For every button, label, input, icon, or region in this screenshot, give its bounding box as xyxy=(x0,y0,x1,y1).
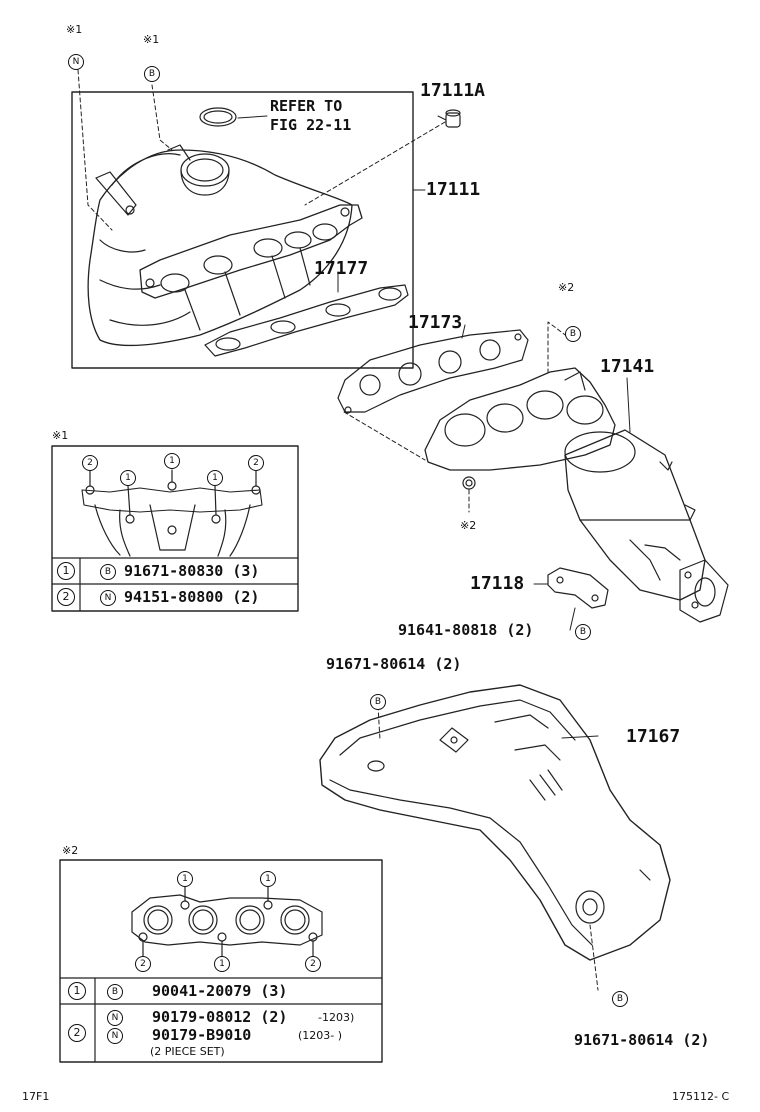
detail2-drawing xyxy=(131,885,323,957)
detail1-title: ※1 xyxy=(52,429,69,442)
detail2-row2-index: 2 xyxy=(68,1024,86,1042)
detail1-callout-2b: 2 xyxy=(248,455,264,471)
part-17118-label: 17118 xyxy=(470,573,525,594)
detail2-row2-range1: -1203) xyxy=(318,1011,355,1024)
part-17173-label: 17173 xyxy=(408,312,463,333)
intake-manifold-box xyxy=(71,91,414,369)
bolt-symbol-icon: B xyxy=(370,694,386,710)
heat-insulator-drawing xyxy=(319,684,671,961)
detail2-callout-1b: 1 xyxy=(260,871,276,887)
footer-left-code: 17F1 xyxy=(22,1090,50,1103)
bolt-91671-bottom-label: 91671-80614 (2) xyxy=(574,1031,710,1049)
detail1-callout-1b: 1 xyxy=(164,453,180,469)
detail2-title: ※2 xyxy=(62,844,79,857)
detail2-box xyxy=(59,859,383,1063)
detail2-row1-part: 90041-20079 (3) xyxy=(152,982,288,1000)
intake-manifold-drawing xyxy=(87,107,363,347)
stud-drawing xyxy=(445,109,461,128)
bracket-drawing xyxy=(547,567,609,609)
detail1-row1-part: 91671-80830 (3) xyxy=(124,562,260,580)
bolt-91641-label: 91641-80818 (2) xyxy=(398,621,534,639)
detail1-callout-2a: 2 xyxy=(82,455,98,471)
nut-symbol-icon: N xyxy=(107,1010,123,1026)
note1-marker-b: ※1 xyxy=(143,33,160,46)
detail1-row2-index: 2 xyxy=(57,588,75,606)
detail2-callout-2a: 2 xyxy=(135,956,151,972)
detail2-row2-range2: (1203- ) xyxy=(298,1029,343,1042)
part-17167-label: 17167 xyxy=(626,726,681,747)
note1-marker-a: ※1 xyxy=(66,23,83,36)
leader-lines xyxy=(77,69,631,991)
refer-line2: FIG 22-11 xyxy=(270,116,352,134)
part-17111-label: 17111 xyxy=(426,179,481,200)
intake-gasket-drawing xyxy=(204,284,409,357)
detail1-callout-1a: 1 xyxy=(120,470,136,486)
detail2-row2-part1: 90179-08012 (2) xyxy=(152,1008,288,1026)
detail1-row2-part: 94151-80800 (2) xyxy=(124,588,260,606)
bolt-91671-top-label: 91671-80614 (2) xyxy=(326,655,462,673)
detail1-drawing xyxy=(81,469,263,557)
detail2-callout-1c: 1 xyxy=(214,956,230,972)
footer-right-code: 175112- C xyxy=(672,1090,730,1103)
nut-symbol-icon: N xyxy=(68,54,84,70)
detail1-callout-1c: 1 xyxy=(207,470,223,486)
bolt-symbol-icon: B xyxy=(144,66,160,82)
bolt-symbol-icon: B xyxy=(575,624,591,640)
part-17141-label: 17141 xyxy=(600,356,655,377)
refer-line1: REFER TO xyxy=(270,97,343,115)
nut-symbol-icon: N xyxy=(107,1028,123,1044)
detail2-row1-index: 1 xyxy=(68,982,86,1000)
bolt-symbol-icon: B xyxy=(612,991,628,1007)
detail2-callout-1a: 1 xyxy=(177,871,193,887)
exhaust-manifold-drawing xyxy=(424,367,729,623)
detail2-row2-note: (2 PIECE SET) xyxy=(150,1045,225,1058)
bolt-symbol-icon: B xyxy=(100,564,116,580)
note2-marker-b: ※2 xyxy=(460,519,477,532)
note2-marker-a: ※2 xyxy=(558,281,575,294)
exhaust-gasket-drawing xyxy=(337,329,529,414)
detail1-box xyxy=(51,445,299,612)
detail2-callout-2b: 2 xyxy=(305,956,321,972)
part-17177-label: 17177 xyxy=(314,258,369,279)
detail1-row1-index: 1 xyxy=(57,562,75,580)
detail2-row2-part2: 90179-B9010 xyxy=(152,1026,252,1044)
bolt-symbol-icon: B xyxy=(565,326,581,342)
bolt-symbol-icon: B xyxy=(107,984,123,1000)
nut-symbol-icon: N xyxy=(100,590,116,606)
part-17111A-label: 17111A xyxy=(420,80,486,101)
